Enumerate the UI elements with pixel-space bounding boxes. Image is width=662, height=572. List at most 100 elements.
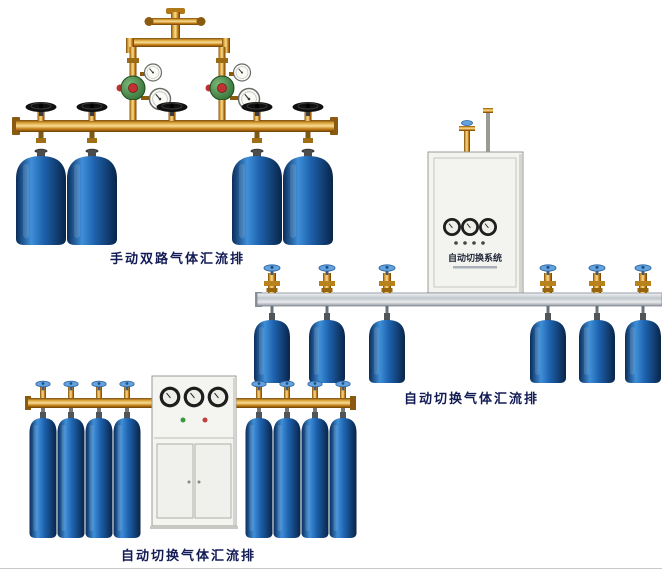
gas-cylinder [67, 148, 117, 245]
regulator-body [209, 75, 235, 101]
manifold-station [113, 380, 141, 538]
valve-handwheel [25, 101, 57, 117]
product-auto-switch-floor [25, 375, 357, 538]
header-pipes [25, 396, 356, 410]
gas-cylinder [301, 412, 329, 538]
manifold-station [57, 380, 85, 538]
manifold-station [329, 380, 357, 538]
elbow-fitting [222, 38, 230, 53]
manifold-station [245, 380, 273, 538]
cabinet-base [150, 526, 238, 529]
gas-cylinder [369, 313, 405, 383]
cabinet-door-left [156, 443, 194, 519]
manual-shutoff-valves [25, 101, 324, 121]
product-manual-dual-line-manifold [12, 8, 338, 245]
gas-cylinder [273, 412, 301, 538]
gas-cylinder [530, 313, 566, 383]
pipe-fitting [459, 126, 475, 131]
drop-pipe [129, 100, 137, 120]
valve-handwheel [263, 264, 281, 276]
manifold-station [85, 380, 113, 538]
indicator-light [463, 241, 467, 245]
cabinet-door [433, 157, 517, 288]
header-pipe-right [234, 398, 352, 408]
gas-cylinder [85, 412, 113, 538]
pipe-nut [127, 58, 139, 63]
cabinet-gauge [478, 217, 498, 237]
manifold-rail [255, 292, 662, 307]
valve-handwheel [378, 264, 396, 276]
pipe-cap [166, 8, 185, 14]
valve-handwheel [156, 101, 188, 117]
control-cabinet: 自动切换系统 [427, 151, 524, 294]
manifold-station [301, 380, 329, 538]
pressure-gauge [143, 63, 163, 82]
flange [350, 396, 356, 410]
rail-pipe [256, 292, 662, 307]
gas-cylinder [579, 313, 615, 383]
indicator-light-red [202, 417, 208, 423]
valve-handwheel [35, 380, 51, 391]
vertical-pipe [171, 12, 180, 42]
valve-handwheel [461, 120, 473, 126]
product-auto-switch-wall: 自动切换系统 [254, 108, 662, 383]
cylinder-stations [254, 264, 661, 383]
cabinet-shadow [233, 378, 236, 525]
cabinet-gauge [442, 217, 462, 237]
valve-handwheel [292, 101, 324, 117]
cabinet-label: 自动切换系统 [448, 252, 502, 264]
indicator-light [454, 241, 458, 245]
indicator-light [481, 241, 485, 245]
pipe-end-cap [144, 17, 154, 26]
pressure-regulator-right [205, 63, 261, 120]
floor-cabinet [150, 375, 238, 529]
valve-handwheel [63, 380, 79, 391]
cabinet-gauge [207, 386, 229, 408]
header-pipe [16, 120, 334, 132]
regulator-body [120, 75, 146, 101]
manifold-station [29, 380, 57, 538]
gas-cylinder [283, 148, 333, 245]
valve-handwheel [634, 264, 652, 276]
upper-header-pipe [126, 38, 230, 47]
cabinet-shadow [519, 154, 522, 292]
valve-handwheel [318, 264, 336, 276]
pipe-fitting [483, 108, 493, 113]
valve-handwheel [251, 380, 267, 391]
valve-handwheel [119, 380, 135, 391]
gas-cylinder [329, 412, 357, 538]
cylinder-bank [16, 132, 333, 245]
indicator-light [472, 241, 476, 245]
pipe-end-cap [196, 17, 206, 26]
cabinet-gauge [460, 217, 480, 237]
cabinet-sublabel [453, 266, 497, 269]
cabinet-gauge [159, 386, 181, 408]
manifold-station [309, 264, 345, 383]
cabinet-gauge [183, 386, 205, 408]
header-pipe-left [28, 398, 152, 408]
gas-cylinder [57, 412, 85, 538]
cabinet-top-pipes [459, 108, 493, 154]
indicator-light-green [180, 417, 186, 423]
gas-cylinder [232, 148, 282, 245]
gas-cylinder [113, 412, 141, 538]
valve-handwheel [307, 380, 323, 391]
manifold-station [625, 264, 661, 383]
valve-handwheel [279, 380, 295, 391]
manifold-station [579, 264, 615, 383]
manifold-station [369, 264, 405, 383]
gas-cylinder [29, 412, 57, 538]
bottom-divider [0, 568, 662, 569]
pressure-gauge [232, 63, 252, 82]
door-handle [197, 480, 201, 484]
valve-handwheel [539, 264, 557, 276]
valve-handwheel [335, 380, 351, 391]
valve-handwheel [76, 101, 108, 117]
elbow-fitting [126, 38, 134, 53]
outlet-pipe [464, 130, 470, 154]
valve-handwheel [241, 101, 273, 117]
manifold-station [530, 264, 566, 383]
caption-auto-switch-floor: 自动切换气体汇流排 [121, 549, 257, 564]
